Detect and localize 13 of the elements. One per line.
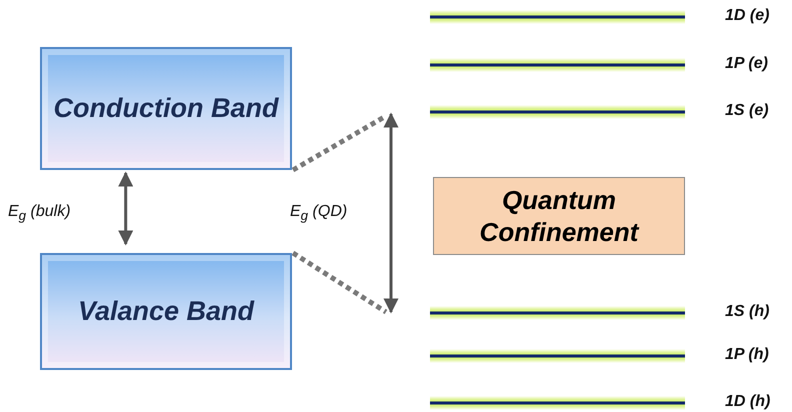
band-box: Conduction Band (40, 47, 292, 170)
level-label: 1S (e) (725, 102, 769, 120)
gap-label: E$_{g}$ (QD) (290, 203, 348, 224)
level-label: 1P (h) (725, 346, 769, 364)
edge-label: E$_{g}$ (bulk) (8, 203, 71, 224)
band-box: Valance Band (40, 253, 292, 370)
double-arrow (118, 172, 134, 246)
dashed-connector (292, 250, 388, 314)
label-box: Quantum Confinement (433, 177, 685, 255)
level-label: 1D (e) (725, 7, 770, 25)
level-label: 1D (h) (725, 393, 770, 411)
level-label: 1S (h) (725, 303, 770, 321)
level-label: 1P (e) (725, 55, 768, 73)
